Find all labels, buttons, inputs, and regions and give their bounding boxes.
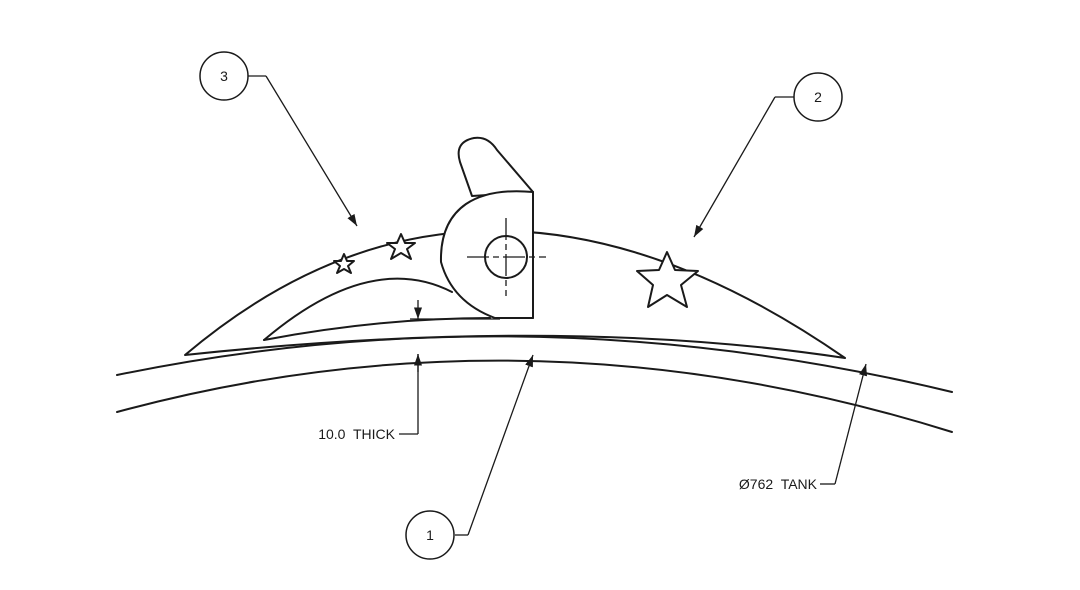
balloon-1: 1 [405, 354, 534, 560]
thickness-dimension [399, 300, 500, 435]
star-icon [333, 253, 355, 274]
tank-diameter-note: Ø762 TANK [739, 476, 818, 492]
balloon-1-label: 1 [426, 527, 434, 543]
star-icon [636, 251, 699, 308]
balloon-2-label: 2 [814, 89, 822, 105]
thickness-note: 10.0 THICK [318, 426, 395, 442]
balloon-3-label: 3 [220, 68, 228, 84]
crosshair-icon [467, 218, 546, 296]
balloon-3: 3 [199, 51, 358, 227]
balloon-2: 2 [693, 72, 843, 238]
star-icon [386, 233, 416, 260]
tank-leader [820, 363, 868, 485]
lug-hole [467, 218, 546, 296]
lifting-lug [439, 136, 534, 319]
